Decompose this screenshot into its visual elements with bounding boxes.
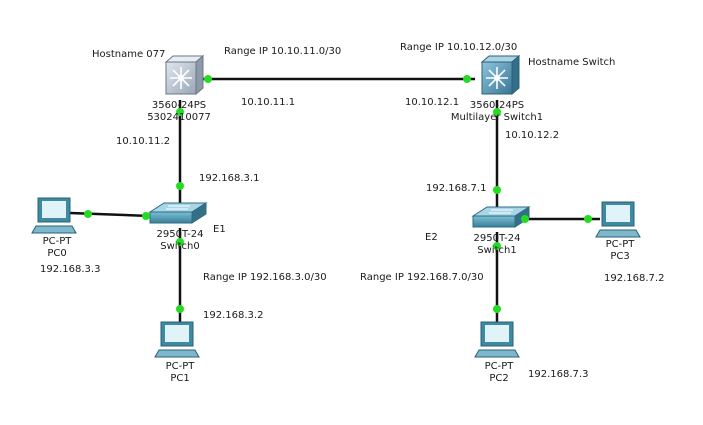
port-indicator [493, 186, 501, 194]
multilayer-switch-left-icon[interactable] [164, 54, 205, 96]
pc1-ip: 192.168.3.2 [203, 310, 264, 321]
pc0-icon[interactable] [31, 197, 77, 234]
range-top-left-label: Range IP 10.10.11.0/30 [224, 46, 342, 57]
multilayer-switch-right-icon[interactable] [480, 54, 521, 96]
hostname-left-label: Hostname 077 [92, 49, 166, 60]
mls-left-model: 3560-24PS [151, 100, 207, 111]
port-indicator [463, 75, 471, 83]
pc0-name: PC0 [47, 248, 67, 259]
port-indicators [84, 75, 592, 313]
port-indicator [493, 242, 501, 250]
pc2-icon[interactable] [474, 321, 520, 358]
port-indicator [204, 75, 212, 83]
pc1-model: PC-PT [165, 361, 195, 372]
pc0-model: PC-PT [42, 236, 72, 247]
mls-right-name: Multilayer Switch1 [450, 112, 544, 123]
port-indicator [84, 210, 92, 218]
pc3-name: PC3 [610, 251, 630, 262]
ip-mls-left-to-right: 10.10.11.1 [241, 97, 296, 108]
port-indicator [493, 108, 501, 116]
port-indicator [142, 212, 150, 220]
port-indicator [176, 238, 184, 246]
pc3-ip: 192.168.7.2 [604, 273, 665, 284]
pc3-icon[interactable] [595, 201, 641, 238]
port-indicator [176, 108, 184, 116]
port-indicator [521, 215, 529, 223]
pc0-ip: 192.168.3.3 [40, 264, 101, 275]
sw1-model: 2950T-24 [473, 233, 521, 244]
sw1-name: Switch1 [477, 245, 517, 256]
sw0-name: Switch0 [160, 241, 200, 252]
mls-left-name: 5302410077 [147, 112, 211, 123]
port-indicator [584, 215, 592, 223]
switch0-icon[interactable] [148, 202, 208, 224]
pc2-ip: 192.168.7.3 [528, 369, 589, 380]
port-indicator [176, 182, 184, 190]
pc3-model: PC-PT [605, 239, 635, 250]
mls-right-model: 3560-24PS [469, 100, 525, 111]
port-indicator [176, 305, 184, 313]
e2-label: E2 [425, 232, 438, 243]
switch1-icon[interactable] [471, 206, 531, 228]
ip-sw1-up: 192.168.7.1 [426, 183, 487, 194]
link-pc0-to-switch0[interactable] [69, 211, 151, 218]
range-top-right-label: Range IP 10.10.12.0/30 [400, 42, 518, 53]
ip-mls-left-down: 10.10.11.2 [116, 136, 171, 147]
pc1-icon[interactable] [154, 321, 200, 358]
range-right-label: Range IP 192.168.7.0/30 [360, 272, 484, 283]
ip-mls-right-down: 10.10.12.2 [505, 130, 560, 141]
range-left-label: Range IP 192.168.3.0/30 [203, 272, 327, 283]
hostname-right-label: Hostname Switch [528, 57, 616, 68]
pc2-name: PC2 [489, 373, 509, 384]
sw0-model: 2950T-24 [156, 229, 204, 240]
port-indicator [493, 305, 501, 313]
pc1-name: PC1 [170, 373, 190, 384]
e1-label: E1 [213, 224, 226, 235]
ip-sw0-up: 192.168.3.1 [199, 173, 260, 184]
pc2-model: PC-PT [484, 361, 514, 372]
ip-mls-right-to-left: 10.10.12.1 [405, 97, 460, 108]
